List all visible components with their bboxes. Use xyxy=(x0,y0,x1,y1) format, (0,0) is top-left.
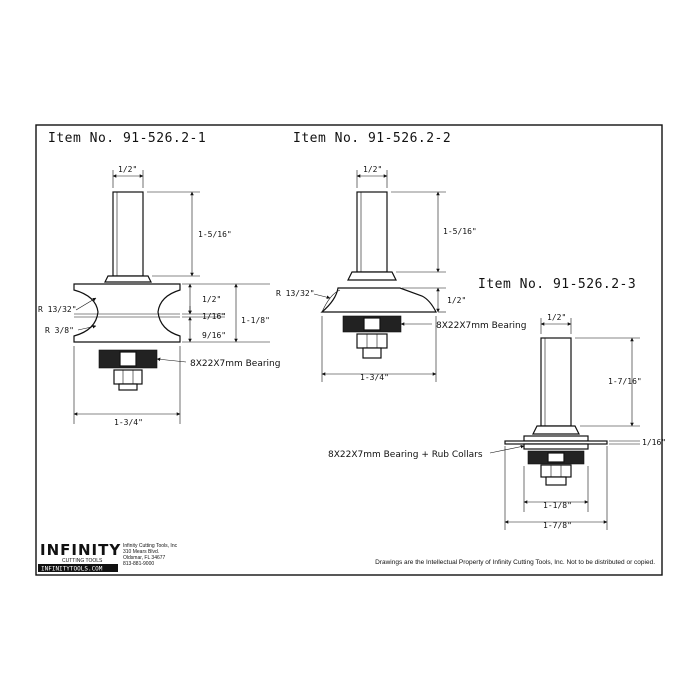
item-1-shank-dia-label: 1/2" xyxy=(118,165,137,174)
item-3-blade-label: 1/16" xyxy=(642,438,666,447)
item-2-height-label: 1/2" xyxy=(447,296,466,305)
item-3-shank-dia-label: 1/2" xyxy=(547,313,566,322)
brand-website: INFINITYTOOLS.COM xyxy=(41,566,103,573)
item-2-shank-dia-label: 1/2" xyxy=(363,165,382,174)
brand-logo: INFINITY xyxy=(40,541,121,559)
item-1-cutter xyxy=(73,283,181,343)
item-3-shank xyxy=(540,337,572,427)
item-3-drawing: Item No. 91-526.2-3 1/2" 1-7/16" 1/16" 8… xyxy=(328,277,666,530)
item-1-dim-lower: 9/16" xyxy=(202,331,226,340)
item-3-shank-len-label: 1-7/16" xyxy=(608,377,642,386)
brand-address-2: Oldsmar, FL 34677 xyxy=(123,555,166,561)
brand-company: Infinity Cutting Tools, Inc xyxy=(123,543,178,549)
brand-address-1: 310 Mears Blvd. xyxy=(123,549,159,555)
item-2-title: Item No. 91-526.2-2 xyxy=(293,131,451,146)
item-3-collar-width-label: 1-1/8" xyxy=(543,501,572,510)
item-2-width-label: 1-3/4" xyxy=(360,373,389,382)
item-2-bearing-label: 8X22X7mm Bearing xyxy=(436,321,526,331)
item-1-title: Item No. 91-526.2-1 xyxy=(48,131,206,146)
item-3-width-label: 1-7/8" xyxy=(543,521,572,530)
item-1-dim-total: 1-1/8" xyxy=(241,316,270,325)
item-2-shank xyxy=(356,191,388,273)
brand-tagline: CUTTING TOOLS xyxy=(62,558,103,564)
item-1-radius-bottom: R 3/8" xyxy=(45,326,74,335)
item-1-dim-upper: 1/2" xyxy=(202,295,221,304)
item-2-cutter xyxy=(320,287,437,313)
drawing-border xyxy=(35,124,663,576)
item-1-drawing: Item No. 91-526.2-1 1/2" 1-5/16" xyxy=(38,131,280,427)
item-1-radius-top: R 13/32" xyxy=(38,305,77,314)
brand-block: INFINITY CUTTING TOOLS INFINITYTOOLS.COM… xyxy=(38,541,178,573)
item-3-rub-collar xyxy=(523,435,589,442)
copyright-notice: Drawings are the Intellectual Property o… xyxy=(375,559,655,566)
item-1-shank xyxy=(112,191,144,277)
item-2-radius: R 13/32" xyxy=(276,289,315,298)
item-2-shank-len-label: 1-5/16" xyxy=(443,227,477,236)
item-3-bearing-label: 8X22X7mm Bearing + Rub Collars xyxy=(328,450,483,460)
item-1-shank-len-label: 1-5/16" xyxy=(198,230,232,239)
brand-phone: 813-881-9000 xyxy=(123,561,154,567)
item-1-bearing-label: 8X22X7mm Bearing xyxy=(190,359,280,369)
item-3-title: Item No. 91-526.2-3 xyxy=(478,277,636,292)
item-1-dim-gap: 1/16" xyxy=(202,312,226,321)
item-1-width-label: 1-3/4" xyxy=(114,418,143,427)
item-2-drawing: Item No. 91-526.2-2 1/2" 1-5/16" 1/2" R … xyxy=(276,131,526,382)
